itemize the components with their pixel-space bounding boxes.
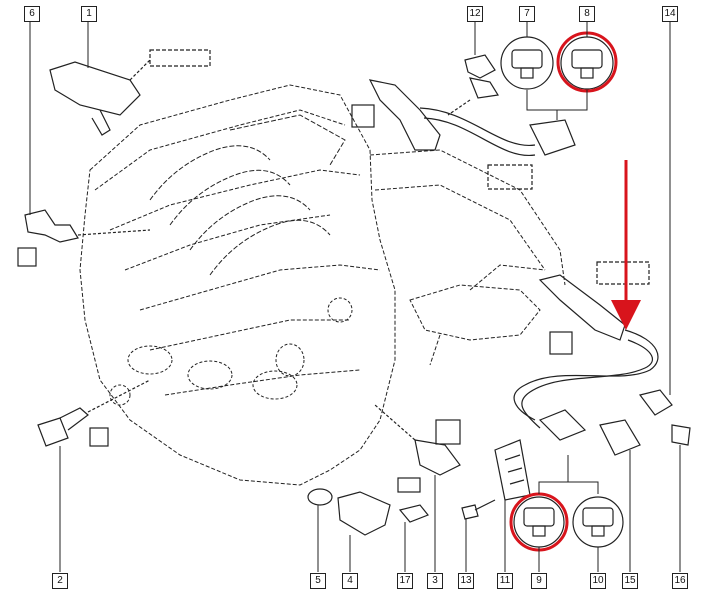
callout-17: 17 bbox=[397, 573, 413, 589]
knock-sensor bbox=[37, 379, 151, 447]
callout-9: 9 bbox=[531, 573, 547, 589]
highlight-circle-9 bbox=[509, 492, 569, 552]
callout-16: 16 bbox=[672, 573, 688, 589]
coolant-sensor-3 bbox=[374, 404, 461, 493]
callout-7: 7 bbox=[519, 6, 535, 22]
upstream-o2-sensor bbox=[351, 54, 576, 190]
connector-detail-9 bbox=[513, 496, 565, 548]
exhaust-system bbox=[369, 149, 566, 366]
block-details bbox=[109, 297, 353, 406]
leader-lines bbox=[29, 22, 681, 572]
callout-6: 6 bbox=[24, 6, 40, 22]
connector-detail-10 bbox=[572, 496, 624, 548]
clip-17 bbox=[398, 504, 429, 523]
callout-5: 5 bbox=[310, 573, 326, 589]
callout-8: 8 bbox=[579, 6, 595, 22]
callout-10: 10 bbox=[590, 573, 606, 589]
oil-pressure-sensor-4 bbox=[307, 488, 391, 536]
callout-13: 13 bbox=[458, 573, 474, 589]
callout-2: 2 bbox=[52, 573, 68, 589]
connector-detail-8 bbox=[560, 36, 614, 90]
callout-12: 12 bbox=[467, 6, 483, 22]
callout-4: 4 bbox=[342, 573, 358, 589]
connector-9-10-link bbox=[538, 455, 599, 494]
connector-detail-7 bbox=[500, 36, 554, 90]
downstream-o2-sensor bbox=[513, 261, 691, 456]
highlight-circle-8 bbox=[556, 31, 618, 93]
bracket-11 bbox=[494, 439, 531, 501]
callout-3: 3 bbox=[427, 573, 443, 589]
callout-15: 15 bbox=[622, 573, 638, 589]
callout-14: 14 bbox=[662, 6, 678, 22]
intake-manifold bbox=[149, 114, 346, 276]
callout-11: 11 bbox=[497, 573, 513, 589]
coolant-temp-connector bbox=[17, 209, 151, 267]
connector-7-8-link bbox=[526, 90, 588, 120]
bolt-13 bbox=[461, 499, 496, 520]
callout-1: 1 bbox=[81, 6, 97, 22]
engine-block bbox=[79, 84, 396, 486]
map-sensor bbox=[49, 49, 211, 136]
